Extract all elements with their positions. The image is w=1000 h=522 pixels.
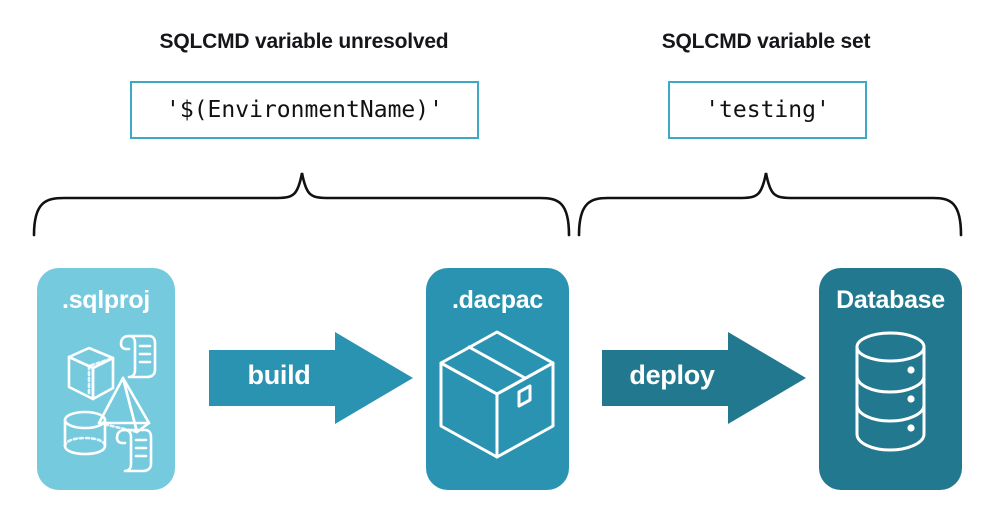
stage-box-dacpac: .dacpac	[426, 268, 569, 490]
code-box-testing: 'testing'	[668, 81, 867, 139]
pyramid-icon	[97, 376, 151, 434]
arrow-deploy-polygon	[602, 332, 806, 424]
database-indicator-dots	[907, 366, 915, 432]
code-box-environment-name: '$(EnvironmentName)'	[130, 81, 479, 139]
stage-label-sqlproj: .sqlproj	[62, 286, 150, 314]
script-scroll-icon-bottom	[115, 428, 153, 473]
cube-icon	[67, 346, 115, 401]
section-title-unresolved: SQLCMD variable unresolved	[159, 30, 449, 53]
arrow-build-polygon	[209, 332, 413, 424]
brace-left	[32, 172, 571, 237]
script-scroll-icon-top	[119, 334, 157, 379]
stage-label-database: Database	[836, 286, 945, 314]
arrow-deploy-shape	[602, 332, 806, 424]
stage-box-database: Database	[819, 268, 962, 490]
arrow-build-shape	[209, 332, 413, 424]
cylinder-icon	[63, 410, 107, 456]
stage-box-sqlproj: .sqlproj	[37, 268, 175, 490]
brace-right	[577, 172, 963, 237]
brace-group	[32, 172, 963, 237]
package-box-icon	[426, 320, 569, 482]
arrow-deploy: deploy	[598, 332, 810, 424]
arrow-build: build	[205, 332, 417, 424]
section-title-set: SQLCMD variable set	[661, 30, 871, 53]
stage-label-dacpac: .dacpac	[451, 286, 543, 314]
project-shapes-icon	[37, 320, 175, 482]
database-cylinder-icon	[819, 320, 962, 482]
